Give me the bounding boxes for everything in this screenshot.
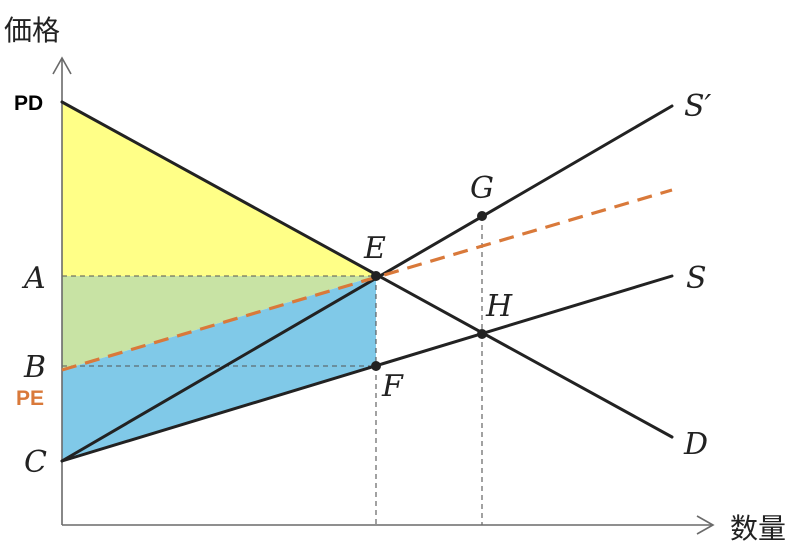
label-s-prime: S′: [684, 89, 712, 124]
point-e: [371, 271, 381, 281]
label-f: F: [381, 369, 404, 404]
x-axis-label: 数量: [730, 512, 786, 545]
y-axis-arrow: [52, 56, 72, 75]
supply-curve-s-prime: [60, 104, 674, 463]
label-d: D: [683, 427, 708, 462]
x-axis-arrow: [696, 515, 715, 535]
demand-curve: [60, 100, 674, 439]
supply-curve-s: [60, 274, 674, 463]
label-pd: PD: [14, 92, 43, 115]
label-b: B: [23, 350, 46, 385]
label-pe: PE: [16, 387, 44, 410]
label-c: C: [24, 445, 47, 480]
y-axis-label: 価格: [4, 14, 60, 47]
point-f: [371, 361, 381, 371]
point-h: [477, 329, 487, 339]
pe-dashed-line: [61, 188, 673, 372]
label-a: A: [21, 261, 46, 296]
label-g: G: [470, 171, 494, 206]
label-s: S: [686, 261, 707, 296]
point-g: [477, 211, 487, 221]
label-h: H: [485, 289, 513, 324]
label-e: E: [363, 231, 386, 266]
